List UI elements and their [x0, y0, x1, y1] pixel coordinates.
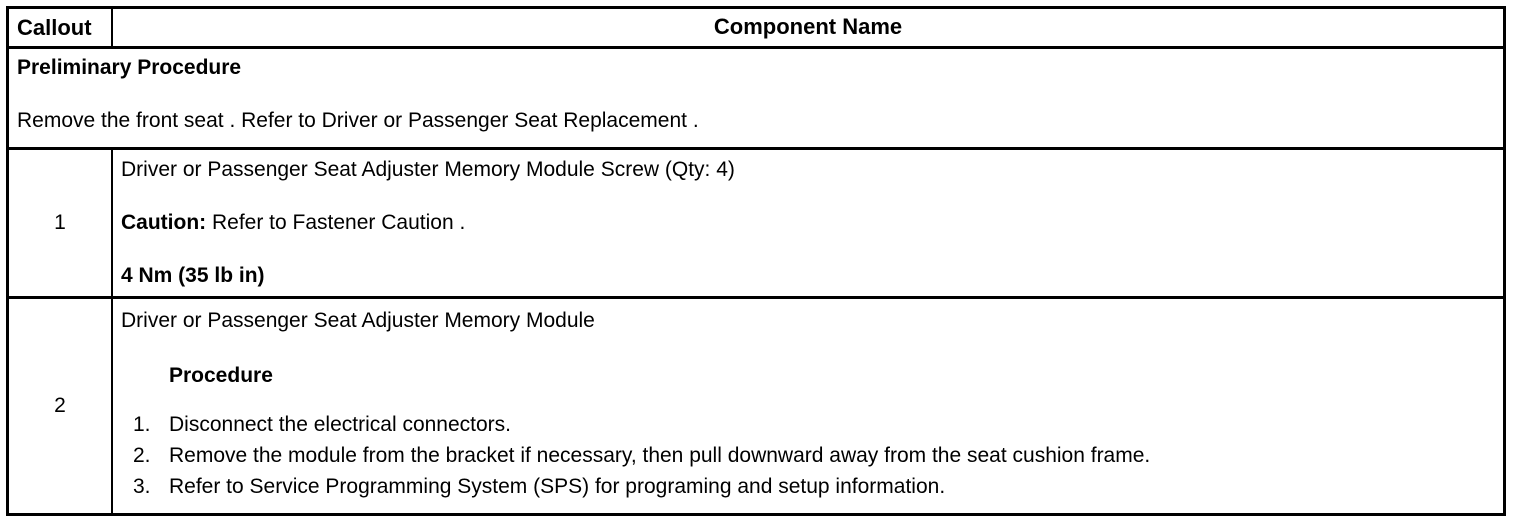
step-text: Disconnect the electrical connectors. — [169, 413, 511, 437]
header-cell-callout: Callout — [9, 9, 113, 46]
list-item: 2. Remove the module from the bracket if… — [121, 441, 1495, 472]
step-text: Refer to Service Programming System (SPS… — [169, 475, 946, 499]
table-row: 1 Driver or Passenger Seat Adjuster Memo… — [9, 150, 1503, 299]
service-procedure-table: Callout Component Name Preliminary Proce… — [6, 6, 1506, 516]
procedure-step-list: 1. Disconnect the electrical connectors.… — [121, 410, 1495, 503]
preliminary-procedure-title: Preliminary Procedure — [17, 56, 242, 79]
callout-number-1: 1 — [9, 150, 113, 296]
caution-label: Caution: — [121, 211, 207, 235]
procedure-heading: Procedure — [169, 364, 273, 388]
callout-number-2: 2 — [9, 299, 113, 513]
table-row: 2 Driver or Passenger Seat Adjuster Memo… — [9, 299, 1503, 513]
step-number: 3. — [133, 475, 151, 499]
list-item: 1. Disconnect the electrical connectors. — [121, 410, 1495, 441]
step-number: 2. — [133, 444, 151, 468]
table-header-row: Callout Component Name — [9, 9, 1503, 49]
caution-text: Refer to Fastener Caution . — [212, 211, 466, 235]
torque-spec-1: 4 Nm (35 lb in) — [121, 264, 265, 288]
component-cell-2: Driver or Passenger Seat Adjuster Memory… — [113, 299, 1503, 513]
preliminary-procedure-text: Remove the front seat . Refer to Driver … — [17, 109, 699, 133]
component-name-2: Driver or Passenger Seat Adjuster Memory… — [121, 309, 595, 332]
step-number: 1. — [133, 413, 151, 437]
preliminary-procedure-row: Preliminary Procedure Remove the front s… — [9, 49, 1503, 150]
list-item: 3. Refer to Service Programming System (… — [121, 472, 1495, 503]
header-cell-component-name: Component Name — [713, 14, 903, 40]
component-cell-1: Driver or Passenger Seat Adjuster Memory… — [113, 150, 1503, 296]
step-text: Remove the module from the bracket if ne… — [169, 444, 1151, 468]
caution-line-1: Caution: Refer to Fastener Caution . — [121, 210, 1495, 235]
component-name-1: Driver or Passenger Seat Adjuster Memory… — [121, 158, 735, 181]
